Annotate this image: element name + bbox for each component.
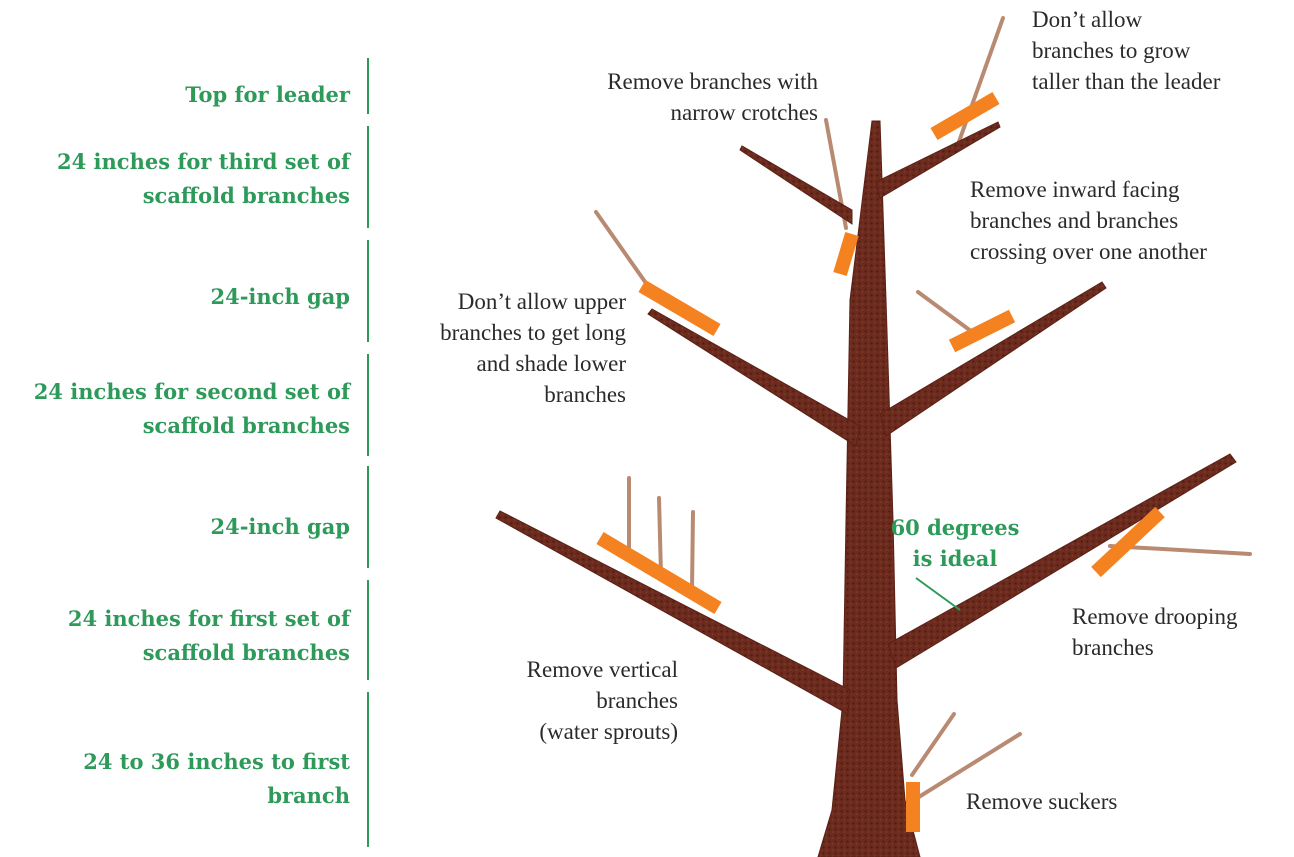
twig-sucker-1 xyxy=(910,712,956,777)
divider-third-scaffold xyxy=(367,126,369,228)
twig-sprout-3 xyxy=(690,510,695,592)
angle-pointer xyxy=(915,577,961,611)
segment-first-scaffold: 24 inches for first set of scaffold bran… xyxy=(67,606,350,665)
branch-upper-right xyxy=(875,121,1001,199)
segment-first-branch: 24 to 36 inches to first branch xyxy=(83,749,350,808)
cut-marks xyxy=(596,91,1165,832)
annotation-suckers: Remove suckers xyxy=(966,789,1118,814)
twig-leader-top xyxy=(954,16,1005,152)
cut-drooping xyxy=(1091,506,1165,578)
twig-drooping xyxy=(1108,544,1252,556)
cut-narrow-crotch xyxy=(833,231,859,277)
branch-low-right xyxy=(887,453,1237,669)
angle-label: 60 degrees is ideal xyxy=(890,515,1020,571)
trunk xyxy=(817,120,921,857)
segment-third-scaffold: 24 inches for third set of scaffold bran… xyxy=(57,149,350,208)
cut-vertical xyxy=(596,531,722,615)
segment-top-leader: Top for leader xyxy=(185,82,350,107)
annotation-taller-than-leader: Don’t allow branches to grow taller than… xyxy=(1032,7,1221,94)
divider-first-scaffold xyxy=(367,580,369,680)
cut-inward xyxy=(948,309,1016,353)
branch-mid-left xyxy=(647,308,861,447)
divider-second-scaffold xyxy=(367,354,369,456)
twig-inward xyxy=(916,290,977,336)
cut-taller xyxy=(930,91,1000,141)
cut-upper-shade xyxy=(638,279,721,337)
tree-trunk-and-branches xyxy=(495,120,1237,857)
twig-sucker-2 xyxy=(912,732,1022,802)
segment-second-scaffold: 24 inches for second set of scaffold bra… xyxy=(33,379,350,438)
annotation-drooping: Remove drooping branches xyxy=(1072,604,1238,660)
divider-gap-upper xyxy=(367,240,369,342)
divider-first-branch xyxy=(367,692,369,847)
twig-sprout-2 xyxy=(657,496,663,577)
branch-upper-left xyxy=(739,145,853,225)
segment-gap-upper: 24-inch gap xyxy=(210,284,350,309)
annotation-narrow-crotches: Remove branches with narrow crotches xyxy=(607,69,818,125)
branch-low-left xyxy=(495,510,851,715)
branch-mid-right xyxy=(879,281,1107,437)
divider-gap-lower xyxy=(367,466,369,568)
annotation-vertical: Remove vertical branches (water sprouts) xyxy=(526,657,678,744)
annotation-upper-shade: Don’t allow upper branches to get long a… xyxy=(440,289,626,407)
annotation-inward-crossing: Remove inward facing branches and branch… xyxy=(970,177,1207,264)
segment-gap-lower: 24-inch gap xyxy=(210,514,350,539)
divider-top-leader xyxy=(367,58,369,114)
